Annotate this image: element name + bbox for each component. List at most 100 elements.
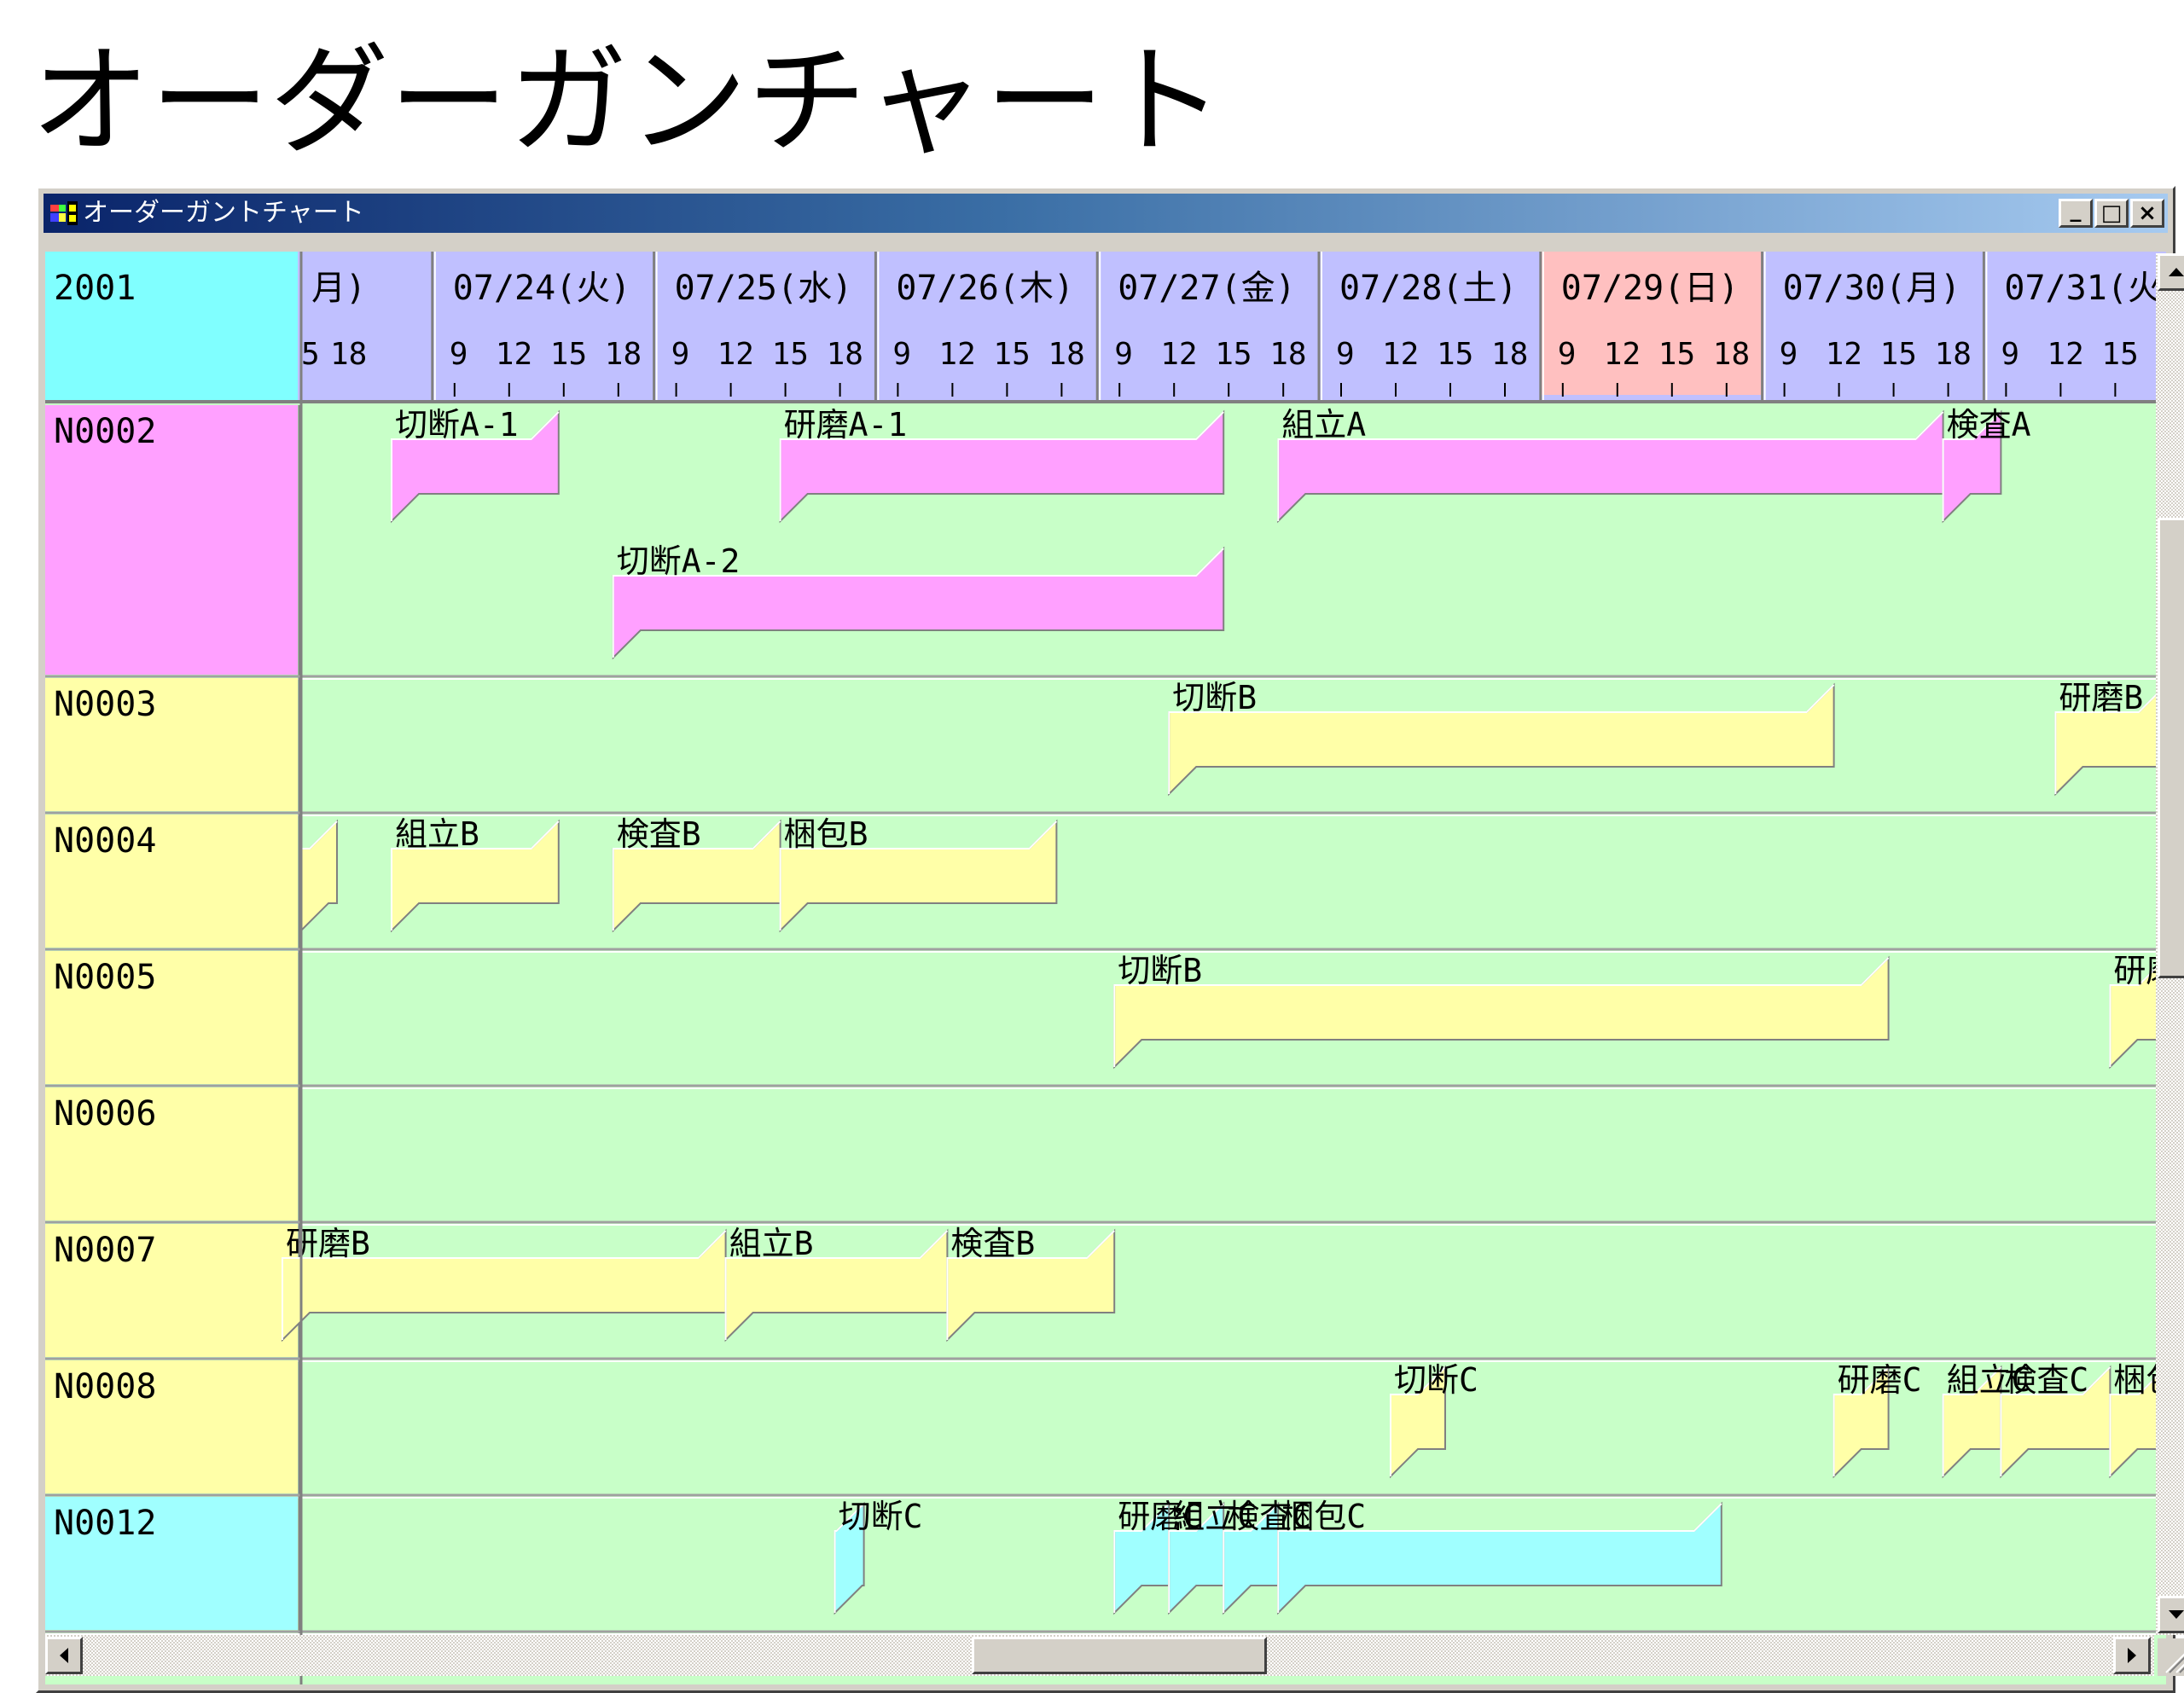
hour-label: 12 — [938, 337, 975, 372]
day-label: 07/30(月) — [1783, 269, 1961, 308]
task-bar-highlight[interactable] — [1223, 1503, 1279, 1613]
task-label: 切断A-1 — [395, 406, 519, 444]
hour-label: 15 — [1658, 337, 1695, 372]
task-bar-highlight[interactable] — [1277, 1503, 1722, 1613]
task-bar-highlight[interactable] — [2109, 957, 2166, 1067]
order-label-cell — [45, 1497, 298, 1630]
task-label: 切断B — [1172, 679, 1257, 716]
order-id: N0005 — [54, 958, 156, 997]
task-bar-highlight[interactable] — [1833, 1366, 1890, 1476]
task-bar-highlight[interactable] — [612, 548, 1224, 658]
minimize-button[interactable]: _ — [2059, 199, 2093, 228]
hour-label: 9 — [1114, 337, 1133, 372]
resize-grip-icon — [2165, 1653, 2184, 1673]
hour-label: 18 — [330, 337, 367, 372]
day-label: 07/29(日) — [1561, 269, 1740, 308]
task-bar-highlight[interactable] — [391, 411, 560, 521]
maximize-button[interactable]: □ — [2094, 199, 2129, 228]
task-label: 切断C — [1394, 1361, 1478, 1399]
day-label-partial: 月) — [311, 269, 366, 308]
window-titlebar[interactable]: オーダーガントチャート _ □ × — [44, 194, 2168, 233]
hour-label: 12 — [1826, 337, 1862, 372]
vertical-scroll-thumb[interactable] — [2158, 518, 2184, 978]
task-label: 研磨B — [286, 1225, 370, 1262]
hour-label: 9 — [671, 337, 690, 372]
arrow-right-icon — [2128, 1648, 2136, 1663]
hour-label: 18 — [1048, 337, 1084, 372]
task-bar-highlight[interactable] — [1168, 1503, 1224, 1613]
task-bar-highlight[interactable] — [282, 1230, 727, 1340]
task-bar-highlight[interactable] — [612, 820, 781, 931]
hour-label: 18 — [1269, 337, 1306, 372]
task-label: 研磨B — [2059, 679, 2143, 716]
order-id: N0007 — [54, 1231, 156, 1270]
order-id: N0006 — [54, 1094, 156, 1133]
resize-grip[interactable] — [2158, 1638, 2184, 1676]
order-label-cell — [45, 1224, 298, 1357]
task-bar-highlight[interactable] — [1390, 1366, 1446, 1476]
task-bar-highlight[interactable] — [724, 1230, 949, 1340]
task-bar-highlight[interactable] — [1942, 1366, 2002, 1476]
scroll-left-button[interactable] — [45, 1637, 83, 1674]
task-bar-highlight[interactable] — [2054, 684, 2166, 794]
task-label: 梱包B — [784, 815, 868, 853]
order-label-cell — [45, 951, 298, 1084]
task-bar-highlight[interactable] — [779, 820, 1058, 931]
task-bar[interactable] — [300, 819, 338, 933]
order-label-cell — [45, 815, 298, 948]
task-label: 組立A — [1281, 406, 1366, 444]
maximize-icon: □ — [2100, 200, 2123, 226]
window-title: オーダーガントチャート — [83, 198, 364, 228]
task-label: 検査C — [1227, 1498, 1311, 1535]
task-bar-highlight[interactable] — [1168, 684, 1835, 794]
hour-label: 15 — [772, 337, 809, 372]
task-label: 組立B — [395, 815, 479, 853]
task-label: 検査B — [617, 815, 701, 853]
scroll-down-button[interactable] — [2158, 1596, 2184, 1633]
task-bar[interactable] — [1113, 955, 1890, 1070]
order-id: N0008 — [54, 1367, 156, 1406]
task-bar-highlight[interactable] — [1277, 411, 1944, 521]
day-label: 07/25(水) — [675, 269, 853, 308]
task-bar-highlight[interactable] — [946, 1230, 1115, 1340]
day-label: 07/28(土) — [1339, 269, 1518, 308]
arrow-up-icon — [2169, 268, 2184, 276]
vertical-scrollbar[interactable] — [2156, 253, 2184, 1635]
task-bar-highlight[interactable] — [1113, 1503, 1170, 1613]
task-bar-highlight[interactable] — [834, 1503, 865, 1613]
arrow-left-icon — [60, 1648, 68, 1663]
task-bar-highlight[interactable] — [1942, 411, 2002, 521]
task-bar-highlight[interactable] — [2000, 1366, 2111, 1476]
year-cell — [45, 252, 298, 402]
task-label: 組立B — [729, 1225, 814, 1262]
task-bar-highlight[interactable] — [391, 820, 560, 931]
task-label: 組立C — [1172, 1498, 1257, 1535]
task-bar-highlight[interactable] — [2109, 1366, 2166, 1476]
task-label: 組立C — [1947, 1361, 2031, 1399]
close-button[interactable]: × — [2130, 199, 2164, 228]
scroll-up-button[interactable] — [2158, 253, 2184, 291]
order-label-cell — [45, 1360, 298, 1493]
task-bar-highlight[interactable] — [779, 411, 1224, 521]
order-label-cell — [45, 678, 298, 811]
holiday-cell — [1540, 252, 1763, 395]
hour-label: 12 — [2047, 337, 2083, 372]
horizontal-scrollbar[interactable] — [45, 1635, 2154, 1676]
task-label: 研磨A-1 — [784, 406, 908, 444]
task-bar[interactable] — [1168, 682, 1835, 797]
task-label: 切断B — [1118, 952, 1202, 989]
task-label: 検査A — [1947, 406, 2031, 444]
task-bar-highlight[interactable] — [1113, 957, 1890, 1067]
hour-label: 18 — [1491, 337, 1528, 372]
task-bar[interactable] — [1277, 409, 1944, 524]
horizontal-scroll-thumb[interactable] — [972, 1637, 1267, 1674]
scroll-right-button[interactable] — [2113, 1637, 2151, 1674]
hour-label: 9 — [450, 337, 468, 372]
hour-label: 12 — [717, 337, 754, 372]
day-label: 07/24(火) — [453, 269, 631, 308]
order-id: N0003 — [54, 685, 156, 724]
hour-label: 9 — [2001, 337, 2019, 372]
